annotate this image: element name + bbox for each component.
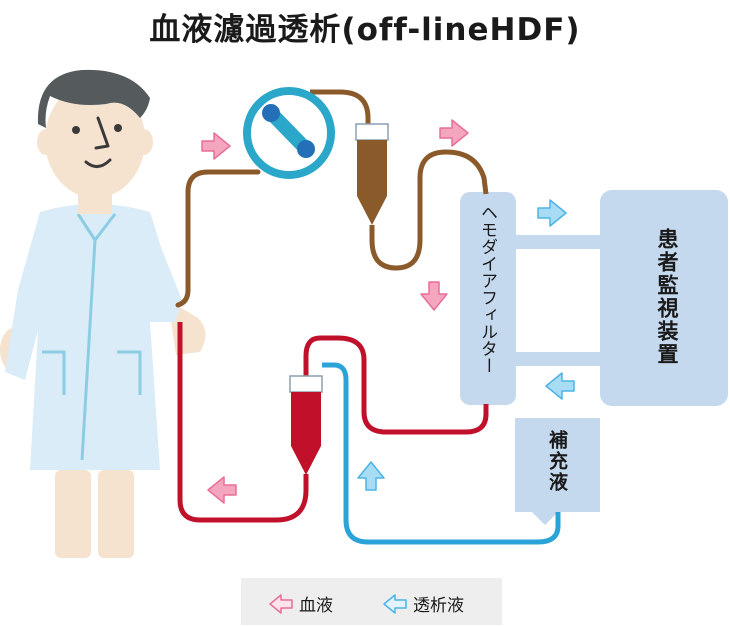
drip-chamber-venous [289,375,323,475]
arterial-tube-in [175,169,261,308]
arterial-tube-to-filter [369,149,489,271]
dialysate-arrow-icon [383,593,407,614]
patient-leg-right [98,470,134,558]
replacement-fluid-tube [322,362,561,545]
hemodiafilter-label: ヘモダイアフィルター [477,204,497,374]
drip-chamber-arterial [355,123,389,225]
blood-flow-arrow-icon [420,281,448,311]
legend-label-blood: 血液 [299,596,333,616]
monitor-box [600,190,728,406]
blood-flow-arrow-icon [439,119,469,147]
patient-face [45,82,145,198]
arterial-tube-pump-out [310,89,371,126]
legend-label-dialysate: 透析液 [413,596,464,616]
venous-tube-from-filter [303,335,489,435]
blood-flow-arrow-icon [201,132,231,160]
patient-eye-left [72,126,80,134]
patient-figure [0,69,206,558]
venous-tube-return [177,322,309,523]
hemodiafilter-box [460,192,516,405]
blood-flow-arrow-icon [207,476,237,504]
dialysate-flow-arrow-icon [357,461,385,491]
diagram-title: 血液濾過透析(off-lineHDF) [149,12,581,48]
replacement-fluid-bag [515,418,600,525]
replacement-fluid-label: 補充液 [546,430,568,493]
gown-pocket-left [42,350,66,395]
dialysate-flow-arrow-icon [537,199,567,227]
dialysate-flow-arrow-icon [545,372,575,400]
patient-eye-right [114,124,122,132]
gown-pocket-right [117,350,142,395]
legend-item-blood: 血液 [269,591,333,616]
monitor-label: 患者監視装置 [655,228,679,366]
patient-mouth [84,158,112,168]
patient-hair [37,69,150,128]
patient-nose [94,116,110,150]
legend: 血液 透析液 [241,578,502,625]
blood-arrow-icon [269,593,293,614]
patient-leg-left [55,470,91,558]
gown-seam [80,239,97,461]
blood-pump-icon [243,87,335,179]
monitor-connectors [515,235,605,366]
patient-gown [5,204,182,470]
legend-item-dialysate: 透析液 [383,591,464,616]
gown-collar [76,213,117,243]
